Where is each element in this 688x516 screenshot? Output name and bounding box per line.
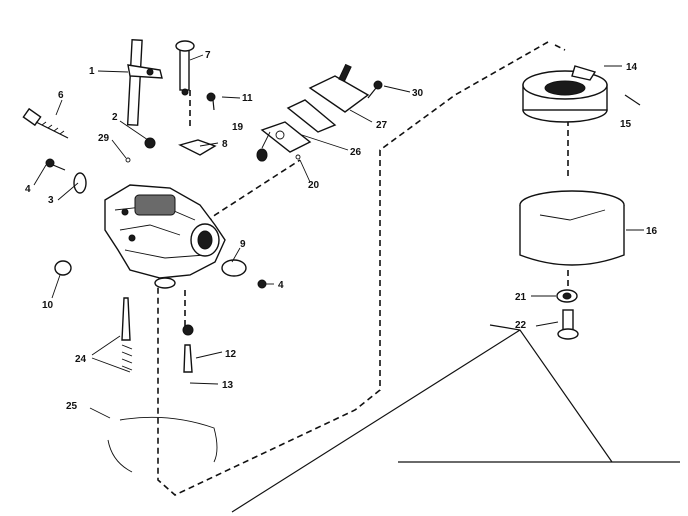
callout-11: 11 [242, 93, 253, 104]
small-screw-left [45, 158, 66, 171]
pointer-lines [231, 324, 680, 513]
callout-13: 13 [222, 380, 234, 391]
gasket-20 [286, 99, 337, 133]
screw-30 [367, 80, 383, 99]
filter-element [519, 190, 625, 266]
cap-plug [54, 260, 72, 276]
mounting-screw [22, 107, 69, 139]
filter-cover [522, 65, 608, 123]
callout-25: 25 [66, 401, 78, 412]
filter-pin [624, 94, 641, 106]
callout-20: 20 [308, 180, 320, 191]
gasket-washer [73, 172, 87, 194]
callout-8: 8 [222, 139, 228, 150]
callout-4-right: 4 [278, 280, 284, 291]
filter-washer [556, 289, 578, 303]
assembly-dashed-path [157, 41, 566, 496]
callout-9: 9 [240, 239, 246, 250]
callout-19: 19 [232, 122, 244, 133]
spring-19 [256, 148, 268, 162]
callout-15: 15 [620, 119, 632, 130]
callout-labels: 1 2 3 4 6 7 8 9 10 11 12 13 14 15 16 19 … [25, 50, 658, 412]
callout-26: 26 [350, 147, 362, 158]
callout-27: 27 [376, 120, 388, 131]
carburetor-body [104, 184, 226, 289]
callout-16: 16 [646, 226, 658, 237]
welch-plug [221, 259, 247, 277]
callout-1: 1 [89, 66, 95, 77]
callout-24: 24 [75, 354, 87, 365]
callout-22: 22 [515, 320, 527, 331]
callout-12: 12 [225, 349, 237, 360]
callout-21: 21 [515, 292, 527, 303]
callout-14: 14 [626, 62, 638, 73]
small-screw-right [257, 279, 267, 289]
screw-11 [206, 92, 216, 111]
diaphragm-cover [308, 75, 370, 113]
choke-plate [178, 139, 217, 156]
throttle-shaft [126, 39, 163, 126]
callout-30: 30 [412, 88, 424, 99]
callout-7: 7 [205, 50, 211, 61]
callout-3: 3 [48, 195, 54, 206]
needle-12 [182, 324, 194, 373]
leader-lines [33, 54, 644, 419]
center-dashed-path [184, 90, 301, 330]
callout-29: 29 [98, 133, 110, 144]
small-pin [125, 157, 131, 163]
callout-4-left: 4 [25, 184, 31, 195]
filter-bolt [557, 309, 579, 340]
choke-shaft [175, 40, 195, 96]
callout-6: 6 [58, 90, 64, 101]
bowl-gasket [107, 416, 218, 473]
callout-2: 2 [112, 112, 118, 123]
adjusting-needle [121, 297, 133, 371]
gasket-26 [260, 121, 312, 153]
spring-part [144, 137, 156, 149]
callout-10: 10 [42, 300, 54, 311]
